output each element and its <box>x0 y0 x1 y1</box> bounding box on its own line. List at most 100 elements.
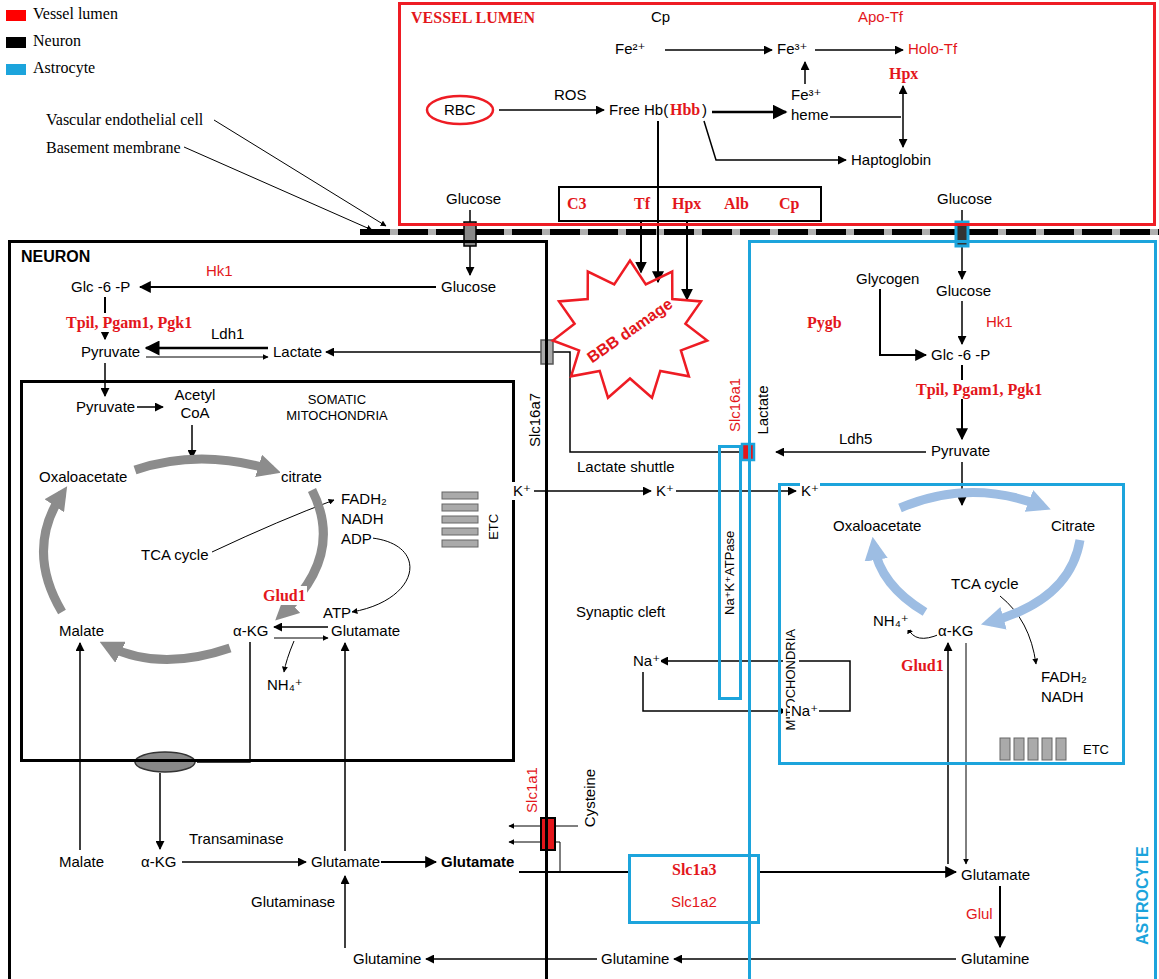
arrow <box>344 643 346 851</box>
pathway-label: Lactate <box>753 384 771 435</box>
pathway-label: Fe²⁺ <box>614 40 646 58</box>
pathway-label: Glutamate <box>310 853 381 871</box>
etc-complex <box>442 504 478 511</box>
etc-complex <box>1028 738 1038 760</box>
arrow <box>880 289 926 355</box>
legend-swatch <box>6 37 26 48</box>
pathway-label: Hbb <box>669 100 701 119</box>
legend-swatch <box>6 10 26 21</box>
pathway-label: Vascular endothelial cell <box>45 110 204 129</box>
node-text: BBB damage <box>583 294 677 368</box>
rbc-ellipse: RBC <box>425 94 495 126</box>
arrow <box>665 49 772 51</box>
node-text: NEURON <box>20 247 91 266</box>
pathway-label: NH₄⁺ <box>266 676 304 694</box>
arrow <box>274 626 328 628</box>
pathway-label: Citrate <box>1050 517 1096 535</box>
pathway-label: Glucose <box>936 190 993 208</box>
node-text: Alb <box>723 194 750 213</box>
line <box>197 642 250 762</box>
pathway-label: Malate <box>58 622 105 640</box>
mitochondria-box: SOMATIC MITOCHONDRIA <box>20 380 515 762</box>
node-text: RBC <box>443 101 477 119</box>
node-text: C3 <box>566 194 588 213</box>
pathway-label: Cysteine <box>581 768 599 828</box>
star-outline <box>553 261 707 398</box>
pathway-label: TCA cycle <box>140 546 210 564</box>
legend-text: Neuron <box>32 31 82 50</box>
node-text: Cp <box>778 194 800 213</box>
leader-line <box>184 147 372 230</box>
pathway-label: FADH₂ <box>340 490 388 508</box>
pathway-label: Glutamine <box>600 950 670 968</box>
pathway-label: Fe³⁺ <box>776 40 808 58</box>
arrow <box>657 121 659 282</box>
pathway-label: Oxaloacetate <box>832 517 922 535</box>
arrow <box>534 490 651 492</box>
arrow <box>499 109 604 111</box>
arrow <box>344 876 346 948</box>
pathway-label: Glycogen <box>855 270 920 288</box>
pathway-label: Free Hb( <box>608 101 669 119</box>
etc-complex <box>1000 738 1010 760</box>
pathway-label: Pyruvate <box>930 442 991 460</box>
node-text: VESSEL LUMEN <box>410 8 536 27</box>
glutamate-transporter <box>541 818 555 850</box>
node-text: Slc1a3 <box>671 860 717 879</box>
pathway-label: Glutamine <box>352 950 422 968</box>
pathway-label: ADP <box>340 530 373 548</box>
pathway-label: Glutamate <box>330 622 401 640</box>
pathway-label: Oxaloacetate <box>38 468 128 486</box>
pathway-label: Glutamine <box>960 950 1030 968</box>
etc-complex <box>442 540 478 547</box>
pathway-label: Glucose <box>935 282 992 300</box>
pathway-label: Cp <box>650 8 671 26</box>
pathway-label: Malate <box>58 853 105 871</box>
pathway-label: Pyruvate <box>80 343 141 361</box>
arrow <box>804 62 806 84</box>
pathway-label: Pyruvate <box>75 398 136 416</box>
etc-complex <box>1042 738 1052 760</box>
pathway-label: Glutamate <box>440 853 515 871</box>
arrow <box>966 643 967 864</box>
pathway-label: NADH <box>340 510 385 528</box>
node-text: Slc1a2 <box>670 893 718 911</box>
pathway-label: Glutaminase <box>250 893 336 911</box>
arrow <box>776 451 926 453</box>
arrow <box>712 111 786 114</box>
pathway-label: NH₄⁺ <box>872 612 910 630</box>
pathway-label: K⁺ <box>655 482 675 500</box>
pathway-label: Glud1 <box>262 586 307 605</box>
arrow <box>961 365 963 439</box>
pathway-label: K⁺ <box>800 482 820 500</box>
arrow <box>159 773 161 849</box>
pathway-label: Glc -6 -P <box>70 278 131 296</box>
arrow <box>379 861 436 863</box>
arrow <box>660 661 850 711</box>
pathway-label: Na⁺ <box>632 652 661 670</box>
endothelial-cells <box>360 229 1159 235</box>
node-text: ASTROCYTE <box>1132 845 1151 946</box>
pathway-label: Hk1 <box>205 262 234 280</box>
etc-complex <box>1014 738 1024 760</box>
bbb-damage-star: BBB damage <box>550 258 710 403</box>
connector-arrow <box>640 222 642 272</box>
arrow <box>815 49 903 51</box>
pathway-label: ROS <box>553 86 588 104</box>
pathway-label: citrate <box>280 468 323 486</box>
tca-arrow <box>44 494 63 612</box>
arrow <box>137 406 163 408</box>
protein-box: C3TfHpxAlbCp <box>558 186 822 222</box>
basement-membrane <box>360 229 1159 235</box>
arrow <box>146 357 268 358</box>
tca-arrow <box>900 492 1042 508</box>
legend-text: Astrocyte <box>32 58 96 77</box>
pathway-label: Acetyl CoA <box>166 386 224 422</box>
pathway-label: Hk1 <box>985 313 1014 331</box>
arrow <box>704 121 846 160</box>
pathway-label: ATP <box>322 604 352 622</box>
vessel-lumen-region: VESSEL LUMENRBCC3TfHpxAlbCp <box>398 2 1156 226</box>
transporter-box: Slc1a3Slc1a2 <box>628 854 760 924</box>
mitochondrial-carrier <box>135 752 195 772</box>
